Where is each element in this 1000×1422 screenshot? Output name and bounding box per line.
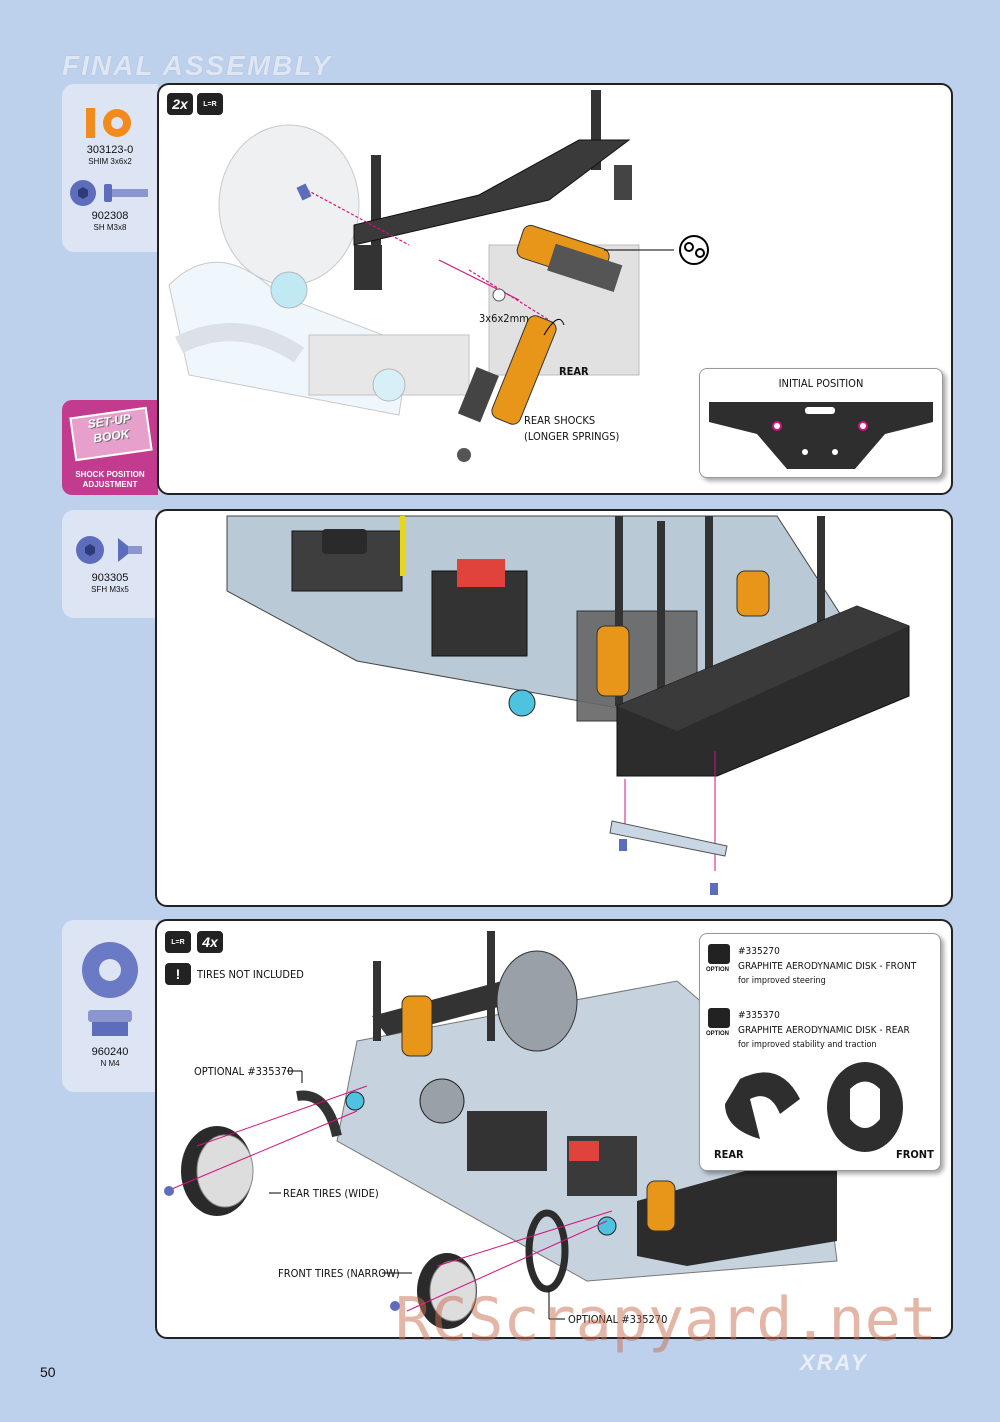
option-label: OPTION bbox=[706, 1031, 730, 1037]
nut-icon bbox=[82, 942, 138, 1036]
part-number: 303123-0 bbox=[86, 144, 134, 156]
parts-sidebar-step1: 303123-0 SHIM 3x6x2 902308 SH M3x8 bbox=[62, 84, 158, 252]
step2-panel bbox=[155, 509, 953, 907]
option-front-desc: for improved steering bbox=[738, 976, 826, 986]
brand-logo: XRAY bbox=[800, 1350, 868, 1375]
option-front-number: #335270 bbox=[738, 946, 780, 957]
left-right-same-icon: L=R bbox=[165, 931, 191, 953]
part-number: 902308 bbox=[91, 210, 129, 222]
step1-panel: 2x L=R bbox=[157, 83, 953, 495]
rear-disk-label: REAR bbox=[714, 1148, 744, 1161]
option-rear-name: GRAPHITE AERODYNAMIC DISK - REAR bbox=[738, 1025, 910, 1036]
front-tires-label: FRONT TIRES (NARROW) bbox=[278, 1267, 400, 1280]
thumbs-up-icon bbox=[708, 1008, 730, 1028]
option-disks-box: OPTION #335270 GRAPHITE AERODYNAMIC DISK… bbox=[699, 933, 941, 1171]
quantity-badge: 4x bbox=[197, 931, 223, 953]
option-label: OPTION bbox=[706, 967, 730, 973]
flat-head-screw-icon bbox=[76, 536, 142, 564]
setup-book-callout[interactable]: SET-UP BOOK SHOCK POSITION ADJUSTMENT bbox=[62, 400, 158, 495]
socket-head-screw-icon bbox=[70, 180, 148, 206]
longer-springs-label: (LONGER SPRINGS) bbox=[524, 430, 620, 443]
front-disk-label: FRONT bbox=[896, 1148, 934, 1161]
initial-position-box: INITIAL POSITION bbox=[699, 368, 943, 478]
step3-panel: L=R 4x ! TIRES NOT INCLUDED OPTION bbox=[155, 919, 953, 1339]
part-name: N M4 bbox=[100, 1059, 120, 1068]
watermark: RCScrapyard.net bbox=[395, 1285, 937, 1355]
rear-label: REAR bbox=[559, 365, 589, 378]
rear-shock-tower-diagram bbox=[168, 90, 709, 462]
front-bumper-diagram bbox=[226, 515, 910, 895]
parts-sidebar-step3: 960240 N M4 bbox=[62, 920, 158, 1092]
shock-tower-position-icon bbox=[709, 402, 933, 469]
shim-label: 3x6x2mm bbox=[479, 312, 529, 325]
left-right-same-icon: L=R bbox=[197, 93, 223, 115]
part-name: SHIM 3x6x2 bbox=[88, 157, 132, 166]
option-front-name: GRAPHITE AERODYNAMIC DISK - FRONT bbox=[738, 961, 917, 972]
part-name: SFH M3x5 bbox=[91, 585, 129, 594]
part-number: 960240 bbox=[91, 1046, 129, 1058]
part-number: 903305 bbox=[91, 572, 129, 584]
tires-not-included: TIRES NOT INCLUDED bbox=[197, 968, 304, 981]
quantity-badge: 2x bbox=[167, 93, 193, 115]
parts-sidebar-step2: 903305 SFH M3x5 bbox=[62, 510, 158, 618]
page-number: 50 bbox=[40, 1364, 56, 1380]
rear-tires-label: REAR TIRES (WIDE) bbox=[283, 1187, 379, 1200]
warning-icon: ! bbox=[165, 963, 191, 985]
thumbs-up-icon bbox=[708, 944, 730, 964]
page-title: FINAL ASSEMBLY bbox=[62, 50, 333, 81]
rear-shocks-label: REAR SHOCKS bbox=[524, 414, 596, 427]
initial-position-label: INITIAL POSITION bbox=[778, 377, 864, 390]
part-name: SH M3x8 bbox=[93, 223, 127, 232]
aero-disks-icon bbox=[725, 1062, 903, 1152]
option-rear-number: #335370 bbox=[738, 1010, 780, 1021]
shim-icon bbox=[86, 108, 131, 138]
optional-front-label: OPTIONAL #335270 bbox=[568, 1313, 668, 1326]
optional-rear-label: OPTIONAL #335370 bbox=[194, 1065, 294, 1078]
setup-book-icon: SET-UP BOOK bbox=[69, 406, 153, 462]
option-rear-desc: for improved stability and traction bbox=[738, 1040, 877, 1050]
